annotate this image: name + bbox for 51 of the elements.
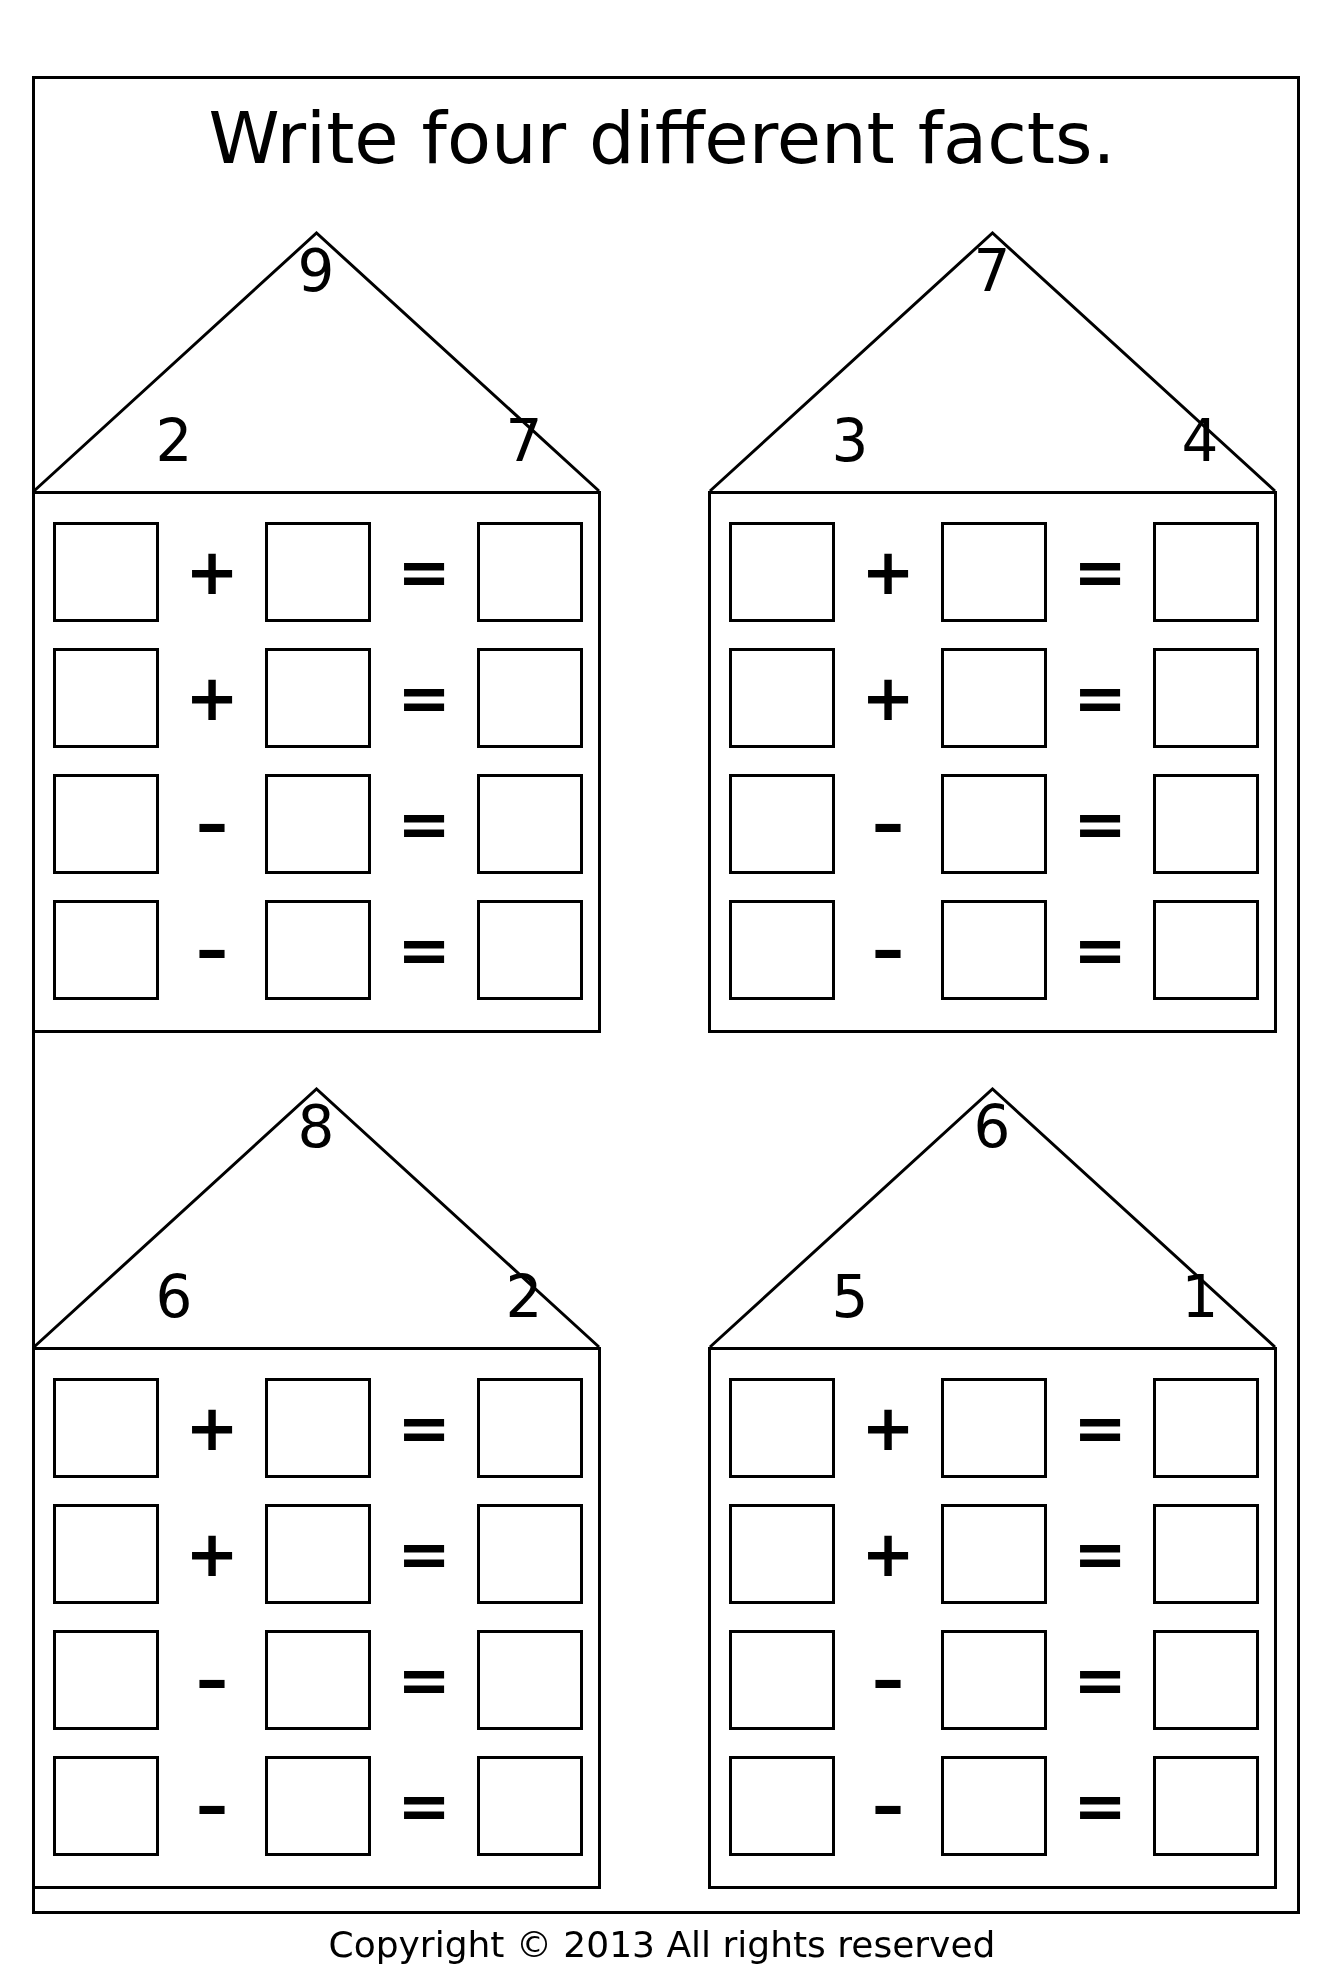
- operator-sign: –: [871, 1644, 905, 1716]
- operator-sign: +: [860, 536, 916, 608]
- house-roof: [708, 231, 1277, 493]
- house-number: 7: [972, 239, 1012, 303]
- operator-sign: +: [860, 1518, 916, 1590]
- equals-sign: =: [1072, 914, 1128, 986]
- worksheet-title: Write four different facts.: [207, 95, 1117, 182]
- house-body: [32, 491, 601, 1033]
- house-number: 4: [1180, 409, 1220, 473]
- house-number: 6: [972, 1095, 1012, 1159]
- operator-sign: +: [184, 1518, 240, 1590]
- equals-sign: =: [396, 1770, 452, 1842]
- equals-sign: =: [396, 1392, 452, 1464]
- equals-sign: =: [396, 788, 452, 860]
- operator-sign: –: [871, 914, 905, 986]
- house-body: [32, 1347, 601, 1889]
- operator-sign: +: [184, 662, 240, 734]
- operator-sign: –: [195, 914, 229, 986]
- operator-sign: +: [184, 536, 240, 608]
- house-roof: [708, 1087, 1277, 1349]
- equals-sign: =: [1072, 788, 1128, 860]
- equals-sign: =: [396, 914, 452, 986]
- copyright-note: Copyright © 2013 All rights reserved: [327, 1923, 997, 1967]
- equals-sign: =: [396, 1518, 452, 1590]
- operator-sign: –: [195, 1644, 229, 1716]
- equals-sign: =: [1072, 1392, 1128, 1464]
- house-number: 3: [830, 409, 870, 473]
- operator-sign: –: [871, 1770, 905, 1842]
- operator-sign: +: [860, 662, 916, 734]
- equals-sign: =: [1072, 662, 1128, 734]
- equals-sign: =: [396, 1644, 452, 1716]
- equals-sign: =: [396, 662, 452, 734]
- house-number: 9: [296, 239, 336, 303]
- house-body: [708, 491, 1277, 1033]
- house-number: 8: [296, 1095, 336, 1159]
- operator-sign: –: [195, 1770, 229, 1842]
- operator-sign: +: [860, 1392, 916, 1464]
- house-roof: [32, 1087, 601, 1349]
- operator-sign: –: [871, 788, 905, 860]
- equals-sign: =: [1072, 1770, 1128, 1842]
- house-body: [708, 1347, 1277, 1889]
- operator-sign: –: [195, 788, 229, 860]
- house-number: 5: [830, 1265, 870, 1329]
- operator-sign: +: [184, 1392, 240, 1464]
- house-roof: [32, 231, 601, 493]
- equals-sign: =: [1072, 1518, 1128, 1590]
- house-number: 6: [154, 1265, 194, 1329]
- equals-sign: =: [396, 536, 452, 608]
- equals-sign: =: [1072, 1644, 1128, 1716]
- equals-sign: =: [1072, 536, 1128, 608]
- house-number: 2: [154, 409, 194, 473]
